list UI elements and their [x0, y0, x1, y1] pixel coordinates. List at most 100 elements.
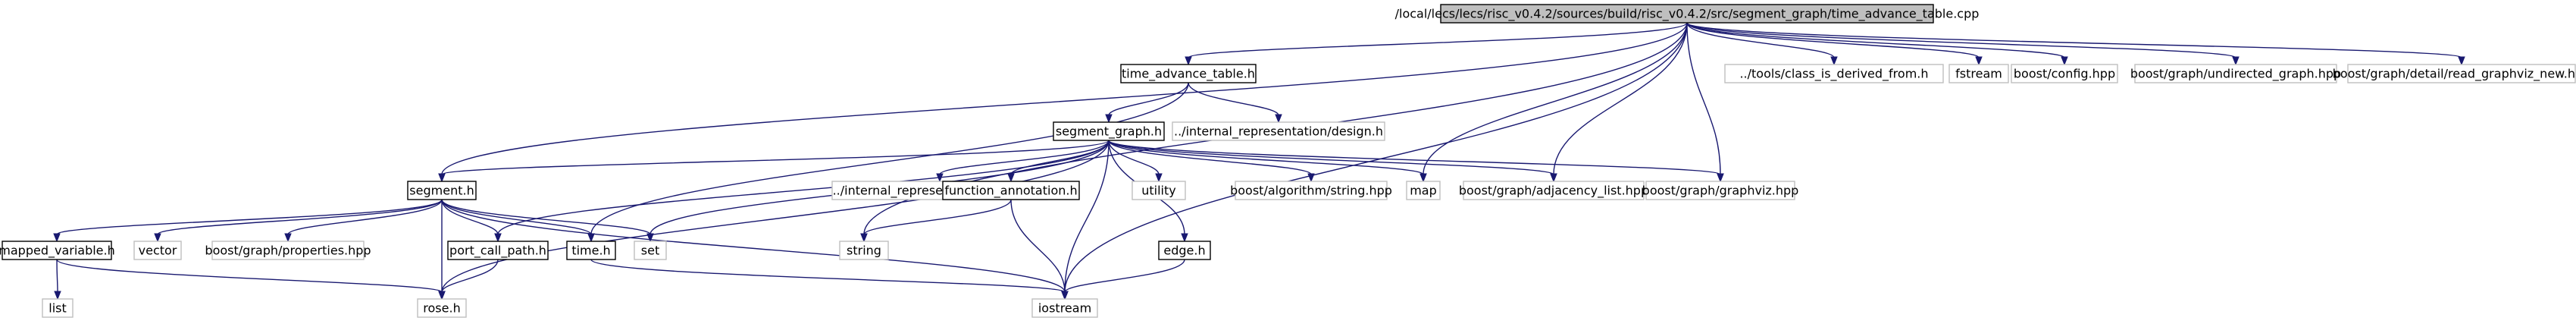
node-label: boost/algorithm/string.hpp	[1230, 184, 1392, 198]
edge-segment-to-set	[441, 199, 651, 235]
node-box	[1406, 181, 1441, 200]
node-box	[447, 241, 549, 260]
node-label: vector	[139, 244, 177, 258]
node-boost-undirected[interactable]: boost/graph/undirected_graph.hpp	[2130, 64, 2341, 83]
edge-segment_graph-to-segment	[441, 140, 1110, 175]
node-box	[634, 241, 667, 260]
node-boost-string[interactable]: boost/algorithm/string.hpp	[1230, 181, 1392, 200]
node-label: ../internal_representation/design.h	[1174, 124, 1383, 140]
edge-root-to-time_advance_table	[1188, 22, 1688, 58]
node-list[interactable]: list	[42, 298, 74, 318]
node-vector[interactable]: vector	[133, 241, 182, 260]
node-map[interactable]: map	[1406, 181, 1441, 200]
edge-time_advance_table-to-design	[1188, 82, 1279, 116]
node-box	[1645, 181, 1795, 200]
node-time-advance-table[interactable]: time_advance_table.h	[1120, 64, 1257, 83]
node-mapped-variable[interactable]: mapped_variable.h	[0, 241, 115, 260]
node-rose[interactable]: rose.h	[417, 298, 467, 318]
edge-arrowhead	[54, 291, 61, 300]
edge-segment_graph-to-utility	[1108, 140, 1160, 175]
node-box	[1031, 298, 1098, 318]
node-box	[211, 241, 365, 260]
edge-arrowhead	[1419, 173, 1427, 183]
node-label: /local/lecs/lecs/risc_v0.4.2/sources/bui…	[1395, 7, 1980, 22]
node-segment[interactable]: segment.h	[407, 181, 477, 200]
node-box	[2347, 64, 2576, 83]
node-design[interactable]: ../internal_representation/design.h	[1172, 121, 1385, 141]
node-class-is-derived[interactable]: ../tools/class_is_derived_from.h	[1724, 64, 1944, 83]
node-iostream[interactable]: iostream	[1031, 298, 1098, 318]
edge-time-to-iostream	[590, 259, 1066, 293]
edge-edge-to-iostream	[1064, 259, 1185, 293]
node-label: mapped_variable.h	[0, 244, 115, 259]
nodes-layer: /local/lecs/lecs/risc_v0.4.2/sources/bui…	[0, 4, 2576, 318]
node-label: ../tools/class_is_derived_from.h	[1739, 67, 1928, 82]
node-time[interactable]: time.h	[566, 241, 616, 260]
edge-root-to-class_is_derived	[1686, 22, 1835, 58]
node-box	[42, 298, 74, 318]
node-boost-read-graphviz[interactable]: boost/graph/detail/read_graphviz_new.hpp	[2333, 64, 2576, 83]
edge-mapped_variable-to-rose	[56, 259, 443, 293]
edge-segment_graph-to-module	[939, 140, 1110, 175]
node-root[interactable]: /local/lecs/lecs/risc_v0.4.2/sources/bui…	[1395, 4, 1980, 24]
node-label: boost/graph/undirected_graph.hpp	[2130, 67, 2341, 82]
edge-segment_graph-to-iostream	[1064, 140, 1110, 293]
node-box	[417, 298, 467, 318]
node-segment-graph[interactable]: segment_graph.h	[1053, 121, 1165, 141]
edge-arrowhead	[494, 233, 502, 243]
node-label: boost/graph/properties.hpp	[205, 244, 371, 258]
node-edge[interactable]: edge.h	[1158, 241, 1211, 260]
edge-root-to-map	[1423, 22, 1688, 175]
node-utility[interactable]: utility	[1131, 181, 1186, 200]
node-box	[1131, 181, 1186, 200]
edge-segment-to-time	[441, 199, 592, 235]
edge-arrowhead	[1185, 56, 1192, 66]
node-box	[133, 241, 182, 260]
node-boost-config[interactable]: boost/config.hpp	[2011, 64, 2118, 83]
node-label: map	[1410, 184, 1437, 198]
node-label: iostream	[1038, 301, 1091, 316]
edge-root-to-boost_config	[1686, 22, 2065, 58]
edge-arrowhead	[438, 291, 446, 300]
edge-arrowhead	[1275, 114, 1282, 124]
node-boost-properties[interactable]: boost/graph/properties.hpp	[205, 241, 371, 260]
node-label: utility	[1141, 184, 1176, 198]
edge-arrowhead	[1105, 114, 1113, 124]
node-function-annotation[interactable]: function_annotation.h	[942, 181, 1080, 200]
node-string[interactable]: string	[839, 241, 889, 260]
edge-root-to-boost_graphviz	[1686, 22, 1721, 175]
edge-arrowhead	[1307, 173, 1315, 183]
edge-segment_graph-to-boost_string	[1108, 140, 1312, 175]
edge-arrowhead	[1007, 173, 1015, 183]
node-box	[1158, 241, 1211, 260]
node-label: list	[49, 301, 67, 316]
node-label: time_advance_table.h	[1122, 67, 1255, 82]
node-label: boost/graph/adjacency_list.hpp	[1459, 184, 1648, 199]
node-box	[1440, 4, 1934, 24]
node-port-call-path[interactable]: port_call_path.h	[447, 241, 549, 260]
node-boost-adjacency[interactable]: boost/graph/adjacency_list.hpp	[1459, 181, 1648, 200]
edge-segment-to-vector	[157, 199, 443, 235]
edge-segment_graph-to-rose	[441, 140, 1110, 293]
edge-arrowhead	[2232, 56, 2240, 66]
edge-arrowhead	[53, 233, 61, 243]
node-fstream[interactable]: fstream	[1948, 64, 2009, 83]
edge-root-to-fstream	[1686, 22, 1980, 58]
edge-segment_graph-to-map	[1108, 140, 1424, 175]
node-set[interactable]: set	[634, 241, 667, 260]
node-boost-graphviz[interactable]: boost/graph/graphviz.hpp	[1642, 181, 1799, 200]
edge-arrowhead	[587, 233, 595, 243]
node-box	[1948, 64, 2009, 83]
edge-segment-to-boost_properties	[287, 199, 443, 235]
node-box	[2011, 64, 2118, 83]
edge-segment-to-mapped_variable	[56, 199, 443, 235]
node-box	[1172, 121, 1385, 141]
edge-arrowhead	[438, 173, 446, 183]
edge-root-to-boost_undirected	[1686, 22, 2236, 58]
edge-arrowhead	[1181, 233, 1188, 243]
node-box	[1235, 181, 1388, 200]
edge-arrowhead	[1155, 173, 1163, 183]
edge-arrowhead	[646, 233, 654, 243]
edge-root-to-segment	[441, 22, 1688, 175]
